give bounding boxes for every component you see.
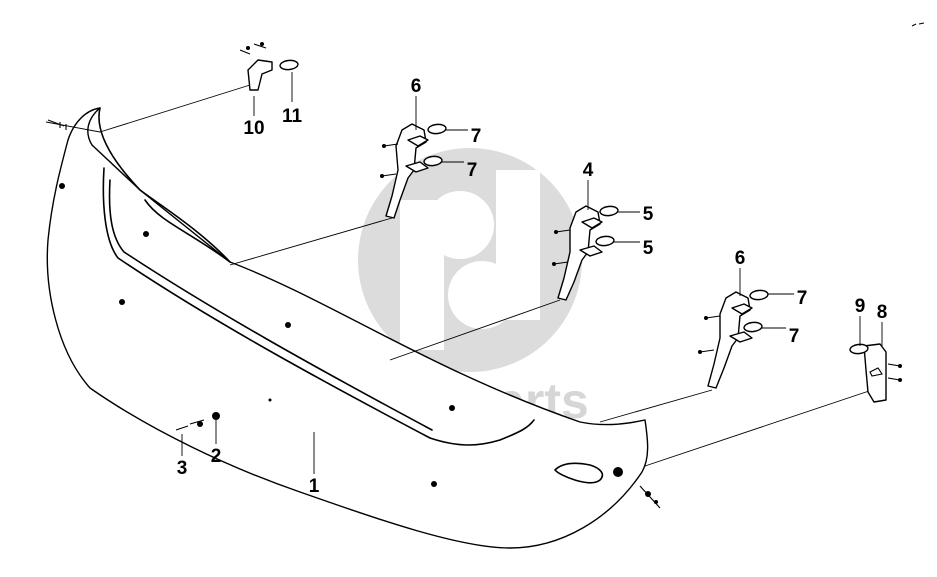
- callout-11: 11: [282, 106, 303, 127]
- callout-7-a: 7: [471, 126, 482, 147]
- callout-4: 4: [583, 160, 594, 181]
- fastener-2-3: [175, 412, 661, 509]
- callout-5-lower: 5: [643, 238, 654, 259]
- guide-lines: [45, 84, 873, 467]
- callout-1: 1: [309, 476, 320, 497]
- nut-9: [849, 343, 869, 355]
- callout-9: 9: [855, 296, 866, 317]
- callout-10: 10: [243, 118, 264, 139]
- bracket-4: [552, 205, 619, 301]
- nut-11: [279, 59, 299, 71]
- callout-5-upper: 5: [643, 204, 654, 225]
- callout-8: 8: [877, 302, 888, 323]
- corner-mark: [911, 22, 925, 27]
- callout-6-upper: 6: [411, 76, 422, 97]
- callout-leaders: [181, 72, 883, 474]
- callout-7-c: 7: [797, 288, 808, 309]
- callout-2: 2: [211, 446, 222, 467]
- callout-3: 3: [177, 458, 188, 479]
- callout-6-lower: 6: [735, 248, 746, 269]
- bracket-6-upper: [380, 123, 447, 219]
- callout-labels: 1 2 3 4 5 5 6 6 7 7 7 7 8 9 10 11: [177, 76, 888, 497]
- screw-left: [47, 119, 67, 130]
- bracket-8: [863, 343, 902, 403]
- watermark-logo: [358, 148, 582, 372]
- callout-7-b: 7: [467, 160, 478, 181]
- bumper-cover: [46, 107, 649, 549]
- callout-7-d: 7: [789, 326, 800, 347]
- bracket-6-lower: [698, 289, 769, 389]
- bracket-10: [239, 42, 273, 91]
